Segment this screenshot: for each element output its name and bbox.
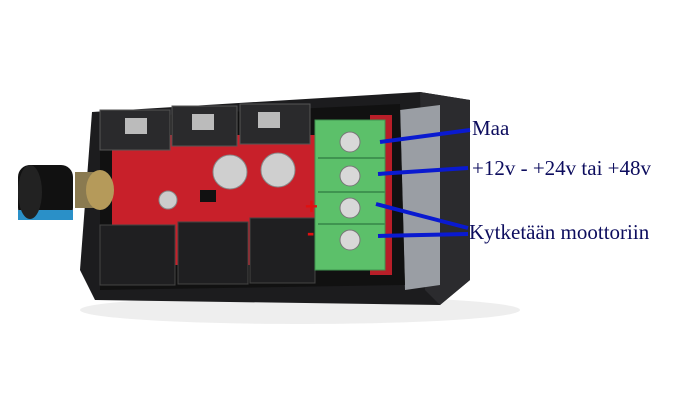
label-motor: Kytketään moottoriin	[469, 220, 650, 244]
leader-motor-minus	[377, 232, 469, 238]
leader-motor-plus	[375, 202, 469, 230]
label-supply: +12v - +24v tai +48v	[472, 156, 652, 180]
capacitors	[158, 152, 296, 210]
minus-marker: -	[307, 220, 315, 245]
leader-supply	[377, 166, 469, 176]
heatsink-bottom	[99, 217, 316, 286]
potentiometer-knob[interactable]	[18, 165, 114, 220]
terminal-block	[314, 119, 386, 271]
leader-ground	[379, 128, 471, 144]
label-ground: Maa	[472, 116, 510, 140]
leader-lines	[375, 128, 471, 238]
plus-marker: +	[305, 194, 318, 219]
